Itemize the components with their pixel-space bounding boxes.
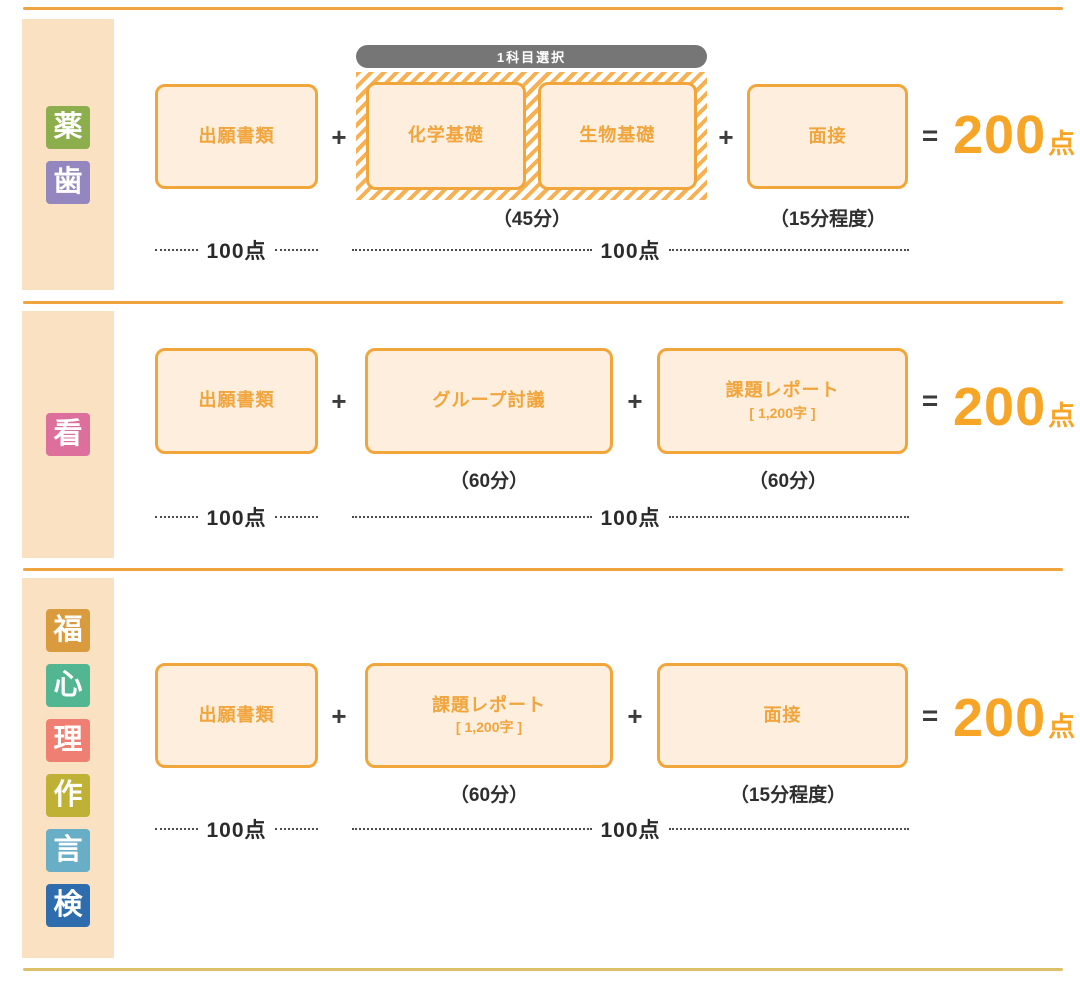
department-badge-occupational-therapy: 作 <box>46 774 90 817</box>
dotted-line <box>668 516 910 518</box>
plus-operator: + <box>718 122 734 152</box>
duration-caption: （60分） <box>748 471 828 492</box>
total-score: 200 点 <box>953 380 1075 434</box>
equals-operator: = <box>921 120 939 151</box>
box-sublabel: [ 1,200字 ] <box>749 404 816 421</box>
dotted-line <box>274 828 319 830</box>
duration-caption: （15分程度） <box>769 209 887 230</box>
essay-report-box: 課題レポート [ 1,200字 ] <box>365 663 613 768</box>
score-label: 100点 <box>600 507 661 530</box>
box-label: 課題レポート <box>432 694 546 715</box>
plus-operator: + <box>331 701 347 731</box>
department-badge-physical-therapy: 理 <box>46 719 90 762</box>
section-divider-bottom <box>23 968 1063 971</box>
box-label: 出願書類 <box>198 390 275 411</box>
total-score-value: 200 <box>953 105 1047 165</box>
section-divider <box>23 301 1063 304</box>
score-line-exams: 100点 <box>352 504 910 530</box>
box-label: 面接 <box>808 125 847 146</box>
score-label: 100点 <box>600 819 661 842</box>
dotted-line <box>352 828 593 830</box>
equals-operator: = <box>921 385 939 416</box>
department-badge-dentistry: 歯 <box>46 160 90 204</box>
box-sublabel: [ 1,200字 ] <box>455 719 523 736</box>
interview-box: 面接 <box>747 84 908 189</box>
total-score-value: 200 <box>953 688 1047 748</box>
duration-caption: （60分） <box>449 471 529 492</box>
plus-operator: + <box>627 386 643 416</box>
biology-basics-box: 生物基礎 <box>537 82 697 190</box>
box-label: 出願書類 <box>198 704 275 725</box>
total-score: 200 点 <box>953 108 1075 162</box>
box-label: 課題レポート <box>725 380 840 401</box>
score-line-documents: 100点 <box>155 504 319 530</box>
department-badge-speech-therapy: 言 <box>46 829 90 872</box>
application-documents-box: 出願書類 <box>155 84 318 189</box>
duration-caption: （45分） <box>492 209 572 230</box>
duration-caption: （60分） <box>449 785 529 806</box>
box-label: 出願書類 <box>198 125 275 146</box>
total-score-value: 200 <box>953 377 1047 437</box>
dotted-line <box>274 249 319 251</box>
application-documents-box: 出願書類 <box>155 348 318 454</box>
score-line-exams: 100点 <box>352 816 910 842</box>
group-discussion-box: グループ討議 <box>365 348 613 454</box>
dotted-line <box>352 249 593 251</box>
section-divider <box>23 568 1063 571</box>
department-badge-welfare: 福 <box>46 609 90 652</box>
score-label: 100点 <box>600 240 661 263</box>
total-score-unit: 点 <box>1048 401 1076 431</box>
dotted-line <box>155 249 199 251</box>
application-documents-box: 出願書類 <box>155 663 318 768</box>
chemistry-basics-box: 化学基礎 <box>366 82 526 190</box>
score-line-exams: 100点 <box>352 237 910 263</box>
dotted-line <box>352 516 593 518</box>
subject-choice-hatch-area: 化学基礎 生物基礎 <box>356 72 707 200</box>
dotted-line <box>274 516 319 518</box>
essay-report-box: 課題レポート [ 1,200字 ] <box>657 348 908 454</box>
department-sidebar-pharm-dent: 薬 歯 <box>22 19 114 290</box>
box-label: 生物基礎 <box>579 125 656 146</box>
section-divider <box>23 7 1063 10</box>
box-label: グループ討議 <box>432 390 546 411</box>
plus-operator: + <box>331 386 347 416</box>
plus-operator: + <box>627 701 643 731</box>
total-score-unit: 点 <box>1048 129 1076 159</box>
box-label: 面接 <box>763 704 802 725</box>
department-badge-psychology: 心 <box>46 664 90 707</box>
total-score-unit: 点 <box>1048 712 1076 742</box>
subject-choice-pill: 1科目選択 <box>356 45 707 68</box>
score-line-documents: 100点 <box>155 237 319 263</box>
box-label: 化学基礎 <box>407 125 484 146</box>
dotted-line <box>668 249 910 251</box>
department-sidebar-welfare-group: 福 心 理 作 言 検 <box>22 578 114 958</box>
dotted-line <box>155 828 199 830</box>
score-label: 100点 <box>206 819 267 842</box>
department-badge-pharmacy: 薬 <box>46 105 90 149</box>
dotted-line <box>155 516 199 518</box>
duration-caption: （15分程度） <box>729 785 847 806</box>
interview-box: 面接 <box>657 663 908 768</box>
score-line-documents: 100点 <box>155 816 319 842</box>
score-label: 100点 <box>206 240 267 263</box>
total-score: 200 点 <box>953 691 1075 745</box>
department-sidebar-nursing: 看 <box>22 311 114 558</box>
score-label: 100点 <box>206 507 267 530</box>
equals-operator: = <box>921 700 939 731</box>
department-badge-nursing: 看 <box>46 413 90 456</box>
dotted-line <box>668 828 910 830</box>
department-badge-laboratory: 検 <box>46 884 90 927</box>
plus-operator: + <box>331 122 347 152</box>
